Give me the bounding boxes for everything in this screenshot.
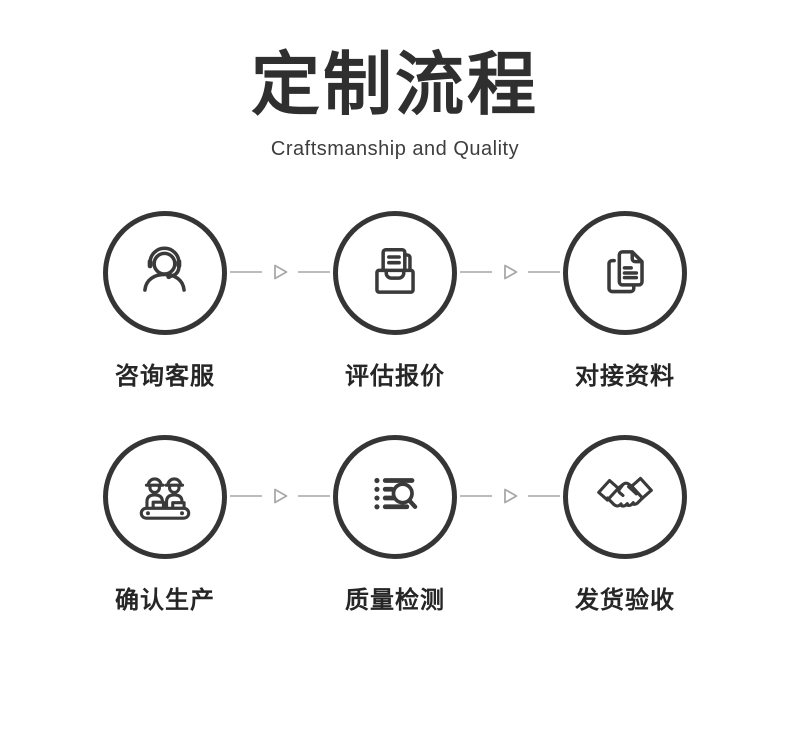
step-label: 质量检测 [345,587,445,615]
step-docking-materials: 对接资料 [563,211,687,391]
customer-service-headset-icon [143,246,186,293]
step-evaluate-quote: 评估报价 [333,211,457,391]
connector-line [298,495,330,498]
step-circle [333,435,457,560]
step-confirm-production: 确认生产 [103,435,227,615]
documents-stack-icon [607,250,644,294]
step-delivery-acceptance: 发货验收 [563,435,687,615]
step-consult-service: 咨询客服 [103,211,227,391]
page-subtitle: Craftsmanship and Quality [270,138,520,161]
step-circle [333,211,457,336]
flow-row-2: 确认生产 [0,435,790,615]
connector-line [460,495,492,498]
connector-line [298,271,330,274]
step-circle [103,435,227,560]
flow-arrow-connector [457,262,563,282]
step-label: 评估报价 [345,363,445,391]
connector-line [230,271,262,274]
workers-conveyor-icon [139,477,191,520]
arrow-right-icon [504,488,518,504]
connector-line [528,495,560,498]
arrow-right-icon [504,264,518,280]
step-circle [563,435,687,560]
arrow-right-icon [274,488,288,504]
step-circle [103,211,227,336]
flow-arrow-connector [227,486,333,506]
step-label: 对接资料 [575,363,675,391]
step-label: 咨询客服 [115,363,215,391]
connector-line [460,271,492,274]
flow-row-1: 咨询客服 [0,211,790,391]
step-label: 发货验收 [575,587,675,615]
flow-arrow-connector [457,486,563,506]
checklist-magnifier-icon [374,478,418,510]
step-label: 确认生产 [115,587,215,615]
handshake-icon [597,477,653,508]
arrow-right-icon [274,264,288,280]
connector-line [528,271,560,274]
page-title: 定制流程 [251,46,539,123]
process-flow: 咨询客服 [0,211,790,615]
inbox-document-icon [375,248,415,295]
connector-line [230,495,262,498]
step-quality-inspection: 质量检测 [333,435,457,615]
step-circle [563,211,687,336]
flow-arrow-connector [227,262,333,282]
